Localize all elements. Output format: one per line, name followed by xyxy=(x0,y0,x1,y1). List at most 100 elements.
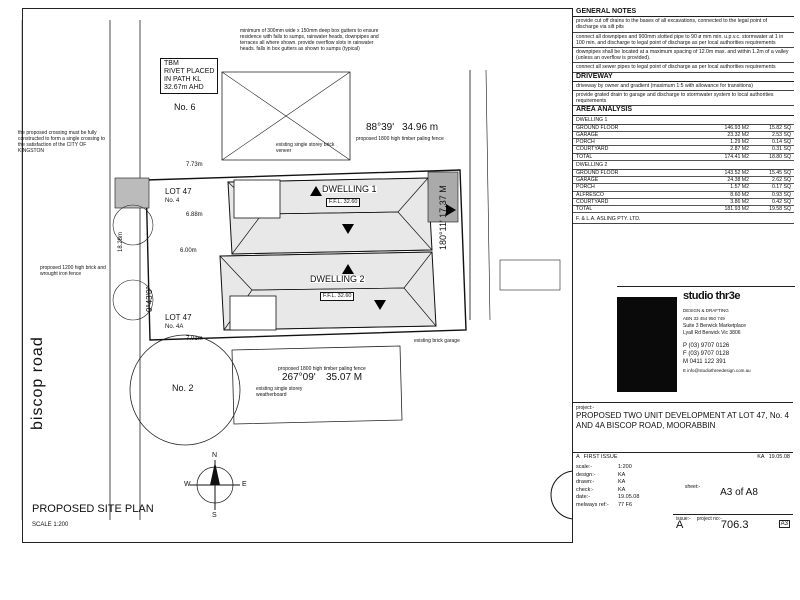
project-title: PROPOSED TWO UNIT DEVELOPMENT AT LOT 47,… xyxy=(576,411,789,431)
company-addr1: Suite 3 Berwick Marketplace xyxy=(683,323,747,329)
label-existing-bottom: existing single storey weatherboard xyxy=(256,386,303,398)
tbm-box: TBM RIVET PLACED IN PATH KL 32.67m AHD xyxy=(160,58,219,94)
company-logo-icon xyxy=(617,297,677,392)
meta-check: check:-KA xyxy=(576,486,626,493)
gutter-note: minimum of 300mm wide x 150mm deep box g… xyxy=(240,28,379,52)
general-note-1: provide cut off drains to the bases of a… xyxy=(573,17,794,33)
project-block: project:- PROPOSED TWO UNIT DEVELOPMENT … xyxy=(573,402,793,433)
compass-w: W xyxy=(184,481,191,488)
site-plan-title: PROPOSED SITE PLAN xyxy=(32,503,154,515)
tbm-label: TBM xyxy=(164,60,179,67)
sheet-value: A3 of A8 xyxy=(720,487,758,499)
tbm-rivet: RIVET PLACED xyxy=(164,68,215,75)
dim-2: 6.88m xyxy=(186,212,203,218)
label-existing-garage: existing brick garage xyxy=(414,338,460,344)
project-no-label: project no:- xyxy=(696,516,722,522)
label-fence-bottom: proposed 1800 high timber paling fence xyxy=(278,366,366,372)
compass-n: N xyxy=(212,452,218,459)
company-addr2: Lyall Rd Berwick Vic 3806 xyxy=(683,330,741,336)
meta-melways: melways ref:-77 F6 xyxy=(576,501,633,508)
project-no-value: 706.3 xyxy=(720,519,749,532)
company-mobile: M 0411 122 391 xyxy=(683,359,726,365)
company-phone: P (03) 9707 0126 xyxy=(683,343,730,349)
meta-scale: scale:-1:200 xyxy=(576,464,632,470)
tbm-path: IN PATH KL xyxy=(164,76,202,83)
project-label: project:- xyxy=(576,405,595,411)
label-dwelling-2: DWELLING 2 xyxy=(310,274,365,284)
dim-3: 6.00m xyxy=(180,248,197,254)
fence-note: proposed 1200 high brick and wrought iro… xyxy=(40,265,106,277)
general-note-3: downpipes shall be located at a maximum … xyxy=(573,48,794,64)
general-note-4: connect all sewer pipes to legal point o… xyxy=(573,63,794,73)
issue-value: A xyxy=(676,519,684,532)
road-name: biscop road xyxy=(29,336,46,430)
owner-name: F. & L.A. ASLING PTY. LTD. xyxy=(573,215,794,225)
label-left-dist: 0°43'0" xyxy=(145,286,154,312)
company-email: E info@studiothreedesign.com.au xyxy=(683,368,751,373)
label-lot47-bottom: LOT 47 xyxy=(165,313,192,322)
tbm-ahd: 32.67m AHD xyxy=(164,84,204,91)
company-logo-block: studio thr3e DESIGN & DRAFTING ABN 33 45… xyxy=(617,286,795,399)
label-dwelling-1: DWELLING 1 xyxy=(322,184,377,194)
revision-code: A xyxy=(576,454,580,460)
label-dist-top: 34.96 m xyxy=(402,122,439,133)
company-fax: F (03) 9707 0128 xyxy=(683,351,730,357)
paper-size: A3 xyxy=(778,520,790,529)
issue-block: issue:- A project no:- 706.3 A3 xyxy=(673,514,793,532)
dim-1: 7.73m xyxy=(186,162,203,168)
label-existing-top: existing single storey brick veneer xyxy=(276,142,335,154)
revision-date: 19.05.08 xyxy=(768,454,790,460)
sheet-block: sheet:- A3 of A8 xyxy=(685,484,793,499)
driveway-note-2: provide grated drain to garage and disch… xyxy=(573,91,794,107)
sheet-label: sheet:- xyxy=(685,484,701,490)
compass-s: S xyxy=(212,512,217,519)
general-notes-heading: GENERAL NOTES xyxy=(573,8,794,18)
meta-design: design:-KA xyxy=(576,471,626,478)
label-fence-top: proposed 1800 high timber paling fence xyxy=(356,136,444,142)
meta-table: scale:-1:200 design:-KA drawn:-KA check:… xyxy=(573,464,683,509)
area-analysis-heading: AREA ANALYSIS xyxy=(573,106,794,116)
company-sub: DESIGN & DRAFTING xyxy=(683,308,729,313)
area-d1-label: DWELLING 1 xyxy=(573,116,794,125)
meta-date: date:-19.05.08 xyxy=(576,494,640,500)
dim-5: 18.28m xyxy=(118,231,124,252)
revision-desc: FIRST ISSUE xyxy=(583,454,618,460)
driveway-heading: DRIVEWAY xyxy=(573,73,794,82)
site-plan-scale: SCALE 1:200 xyxy=(32,522,69,528)
label-bearing-bottom: 267°09' xyxy=(282,372,316,383)
revision-by: KA xyxy=(757,454,765,460)
revision-row: A FIRST ISSUE KA 19.05.08 xyxy=(573,452,793,461)
label-ffl-2: F.F.L. 32.60 xyxy=(320,292,355,301)
label-ffl-1: F.F.L. 32.60 xyxy=(326,198,361,207)
area-d2-label: DWELLING 2 xyxy=(573,161,794,171)
driveway-note-1: driveway by owner and gradient (maximum … xyxy=(573,82,794,92)
company-name: studio thr3e xyxy=(683,290,740,302)
title-block: GENERAL NOTES provide cut off drains to … xyxy=(572,8,795,543)
label-dist-bottom: 35.07 M xyxy=(326,372,363,383)
dim-4: 7.01m xyxy=(186,336,203,342)
label-no2: No. 2 xyxy=(172,383,194,393)
label-bearing-top: 88°39' xyxy=(366,122,395,133)
general-note-2: connect all downpipes and 900mm slotted … xyxy=(573,33,794,49)
compass-e: E xyxy=(242,481,247,488)
label-no6: No. 6 xyxy=(174,102,196,112)
site-plan-drawing xyxy=(21,20,572,520)
label-right-dist: 180°11' 17.37 M xyxy=(438,185,448,250)
company-abn: ABN 33 454 950 749 xyxy=(683,316,725,321)
meta-drawn: drawn:-KA xyxy=(576,479,626,485)
label-lot47-top: LOT 47 xyxy=(165,187,192,196)
label-no4a: No. 4A xyxy=(165,324,184,330)
